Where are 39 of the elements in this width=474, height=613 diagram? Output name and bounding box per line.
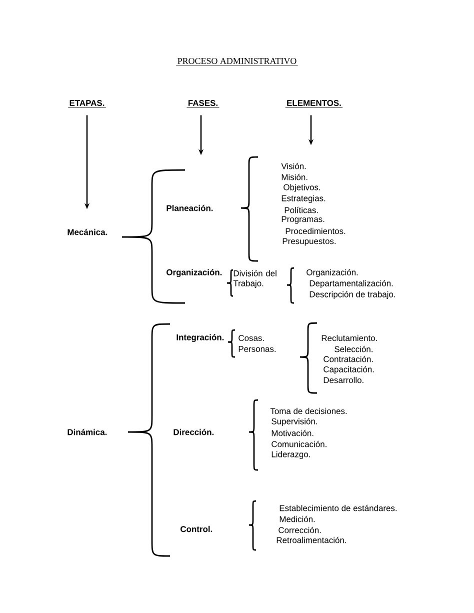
element-item: Objetivos. (284, 184, 320, 192)
element-item: Estrategias. (282, 195, 326, 203)
element-item: Presupuestos. (282, 238, 336, 246)
stage-label: Dinámica. (68, 428, 107, 436)
column-heading: ELEMENTOS. (285, 100, 343, 108)
element-item: Selección. (334, 346, 372, 352)
title: PROCESO ADMINISTRATIVO (176, 58, 298, 66)
element-item: Reclutamiento. (322, 334, 377, 342)
column-heading: ETAPAS. (68, 100, 106, 108)
element-item: Desarrollo. (324, 376, 364, 384)
element-item: Misión. (282, 174, 308, 180)
element-item: Contratación. (324, 356, 373, 362)
element-item: Personas. (238, 346, 276, 352)
element-item: Departamentalización. (310, 280, 393, 288)
element-item: Cosas. (238, 335, 264, 341)
column-heading: FASES. (186, 100, 220, 108)
element-item: Retroalimentación. (276, 536, 346, 544)
element-item: Capacitación. (324, 366, 374, 374)
element-item: Programas. (282, 216, 324, 224)
element-item: Medición. (280, 516, 315, 522)
element-item: Corrección. (278, 526, 321, 534)
element-item: Supervisión. (272, 418, 317, 426)
element-item: Establecimiento de estándares. (280, 504, 397, 512)
element-item: Organización. (306, 269, 358, 277)
phase-label: Planeación. (166, 204, 213, 212)
element-item: Políticas. (284, 206, 318, 214)
phase-label: Organización. (166, 269, 222, 277)
element-item: División del Trabajo. (233, 270, 276, 288)
phase-label: Integración. (176, 334, 224, 342)
element-item: Liderazgo. (272, 451, 310, 459)
element-item: Comunicación. (272, 440, 326, 448)
element-item: Motivación. (272, 430, 314, 436)
element-item: Visión. (281, 162, 306, 170)
element-item: Toma de decisiones. (270, 408, 347, 414)
stage-label: Mecánica. (68, 228, 108, 236)
element-item: Procedimientos. (286, 228, 346, 234)
phase-label: Dirección. (174, 428, 214, 436)
element-item: Descripción de trabajo. (310, 291, 395, 299)
phase-label: Control. (180, 526, 212, 532)
